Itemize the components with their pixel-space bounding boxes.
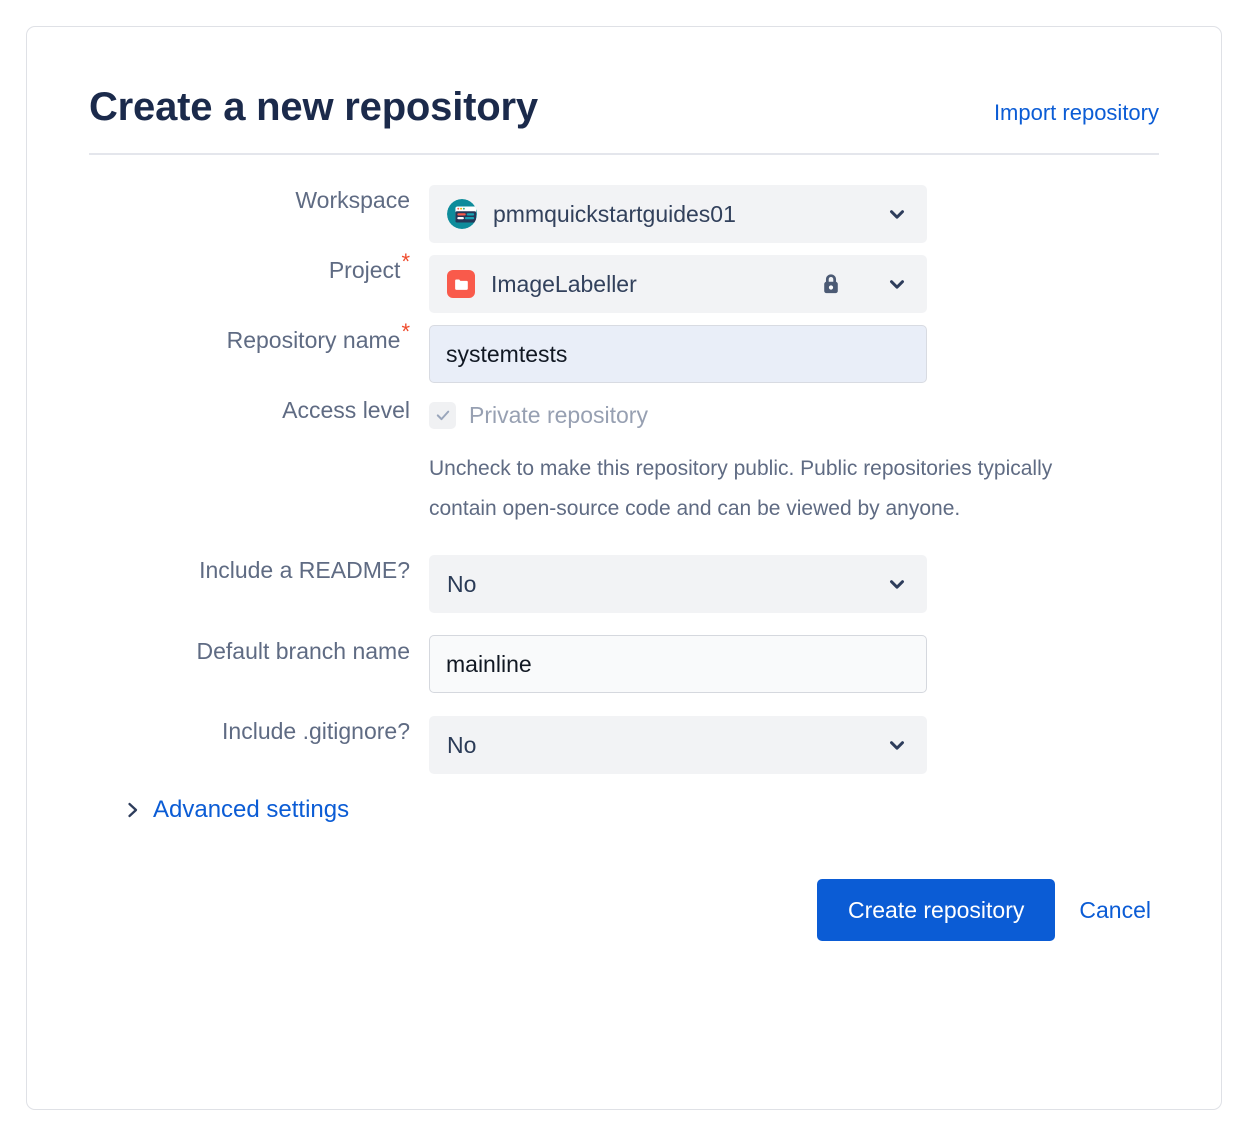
include-gitignore-field: No <box>429 716 1159 774</box>
project-label-text: Project <box>328 257 401 283</box>
project-field: ImageLabeller <box>429 255 1159 313</box>
access-level-help-text: Uncheck to make this repository public. … <box>429 457 1053 520</box>
form-row-include-gitignore: Include .gitignore? No <box>89 716 1159 774</box>
include-readme-field: No <box>429 555 1159 613</box>
form-actions: Create repository Cancel <box>89 879 1159 941</box>
default-branch-name-label: Default branch name <box>196 638 410 664</box>
access-level-label: Access level <box>282 397 410 423</box>
include-readme-value: No <box>447 570 477 597</box>
workspace-select[interactable]: pmmquickstartguides01 <box>429 185 927 243</box>
chevron-down-icon <box>886 203 908 225</box>
form-row-workspace: Workspace <box>89 185 1159 243</box>
page-title: Create a new repository <box>89 85 538 129</box>
create-repository-form: Workspace <box>89 155 1159 941</box>
include-gitignore-select[interactable]: No <box>429 716 927 774</box>
create-repository-card: Create a new repository Import repositor… <box>26 26 1222 1110</box>
lock-icon <box>820 271 842 297</box>
access-level-field: Private repository Uncheck to make this … <box>429 395 1159 529</box>
form-row-default-branch-name: Default branch name <box>89 635 1159 693</box>
repository-name-required-marker: * <box>401 319 410 345</box>
project-value: ImageLabeller <box>491 270 637 297</box>
chevron-down-icon <box>886 573 908 595</box>
repository-name-input[interactable] <box>429 325 927 383</box>
form-row-include-readme: Include a README? No <box>89 555 1159 613</box>
include-readme-label: Include a README? <box>199 557 410 583</box>
repository-name-label-text: Repository name <box>226 327 401 353</box>
project-select[interactable]: ImageLabeller <box>429 255 927 313</box>
include-gitignore-label: Include .gitignore? <box>222 718 410 744</box>
default-branch-name-input[interactable] <box>429 635 927 693</box>
chevron-down-icon <box>886 734 908 756</box>
form-row-repository-name: Repository name* <box>89 321 1159 383</box>
workspace-avatar-icon <box>447 199 477 229</box>
repository-name-label: Repository name* <box>89 321 429 355</box>
chevron-right-icon <box>126 801 140 819</box>
form-row-access-level: Access level Private repository Uncheck … <box>89 395 1159 529</box>
advanced-settings-link[interactable]: Advanced settings <box>153 796 350 823</box>
project-required-marker: * <box>401 249 410 275</box>
card-header: Create a new repository Import repositor… <box>89 27 1159 155</box>
create-repository-button[interactable]: Create repository <box>816 879 1056 941</box>
cancel-button[interactable]: Cancel <box>1079 896 1151 923</box>
include-readme-select[interactable]: No <box>429 555 927 613</box>
advanced-settings-toggle[interactable]: Advanced settings <box>89 796 1159 824</box>
default-branch-name-field <box>429 635 1159 693</box>
checkbox-checked-icon[interactable] <box>429 401 456 429</box>
private-repository-label: Private repository <box>469 401 648 428</box>
include-gitignore-value: No <box>447 731 477 758</box>
workspace-value: pmmquickstartguides01 <box>493 200 736 227</box>
private-repository-checkbox-row[interactable]: Private repository <box>429 395 1159 435</box>
project-folder-icon <box>447 270 475 298</box>
workspace-field: pmmquickstartguides01 <box>429 185 1159 243</box>
project-label: Project* <box>89 251 429 285</box>
form-row-project: Project* ImageLabeller <box>89 251 1159 313</box>
repository-name-field <box>429 325 1159 383</box>
chevron-down-icon <box>886 273 908 295</box>
workspace-label: Workspace <box>295 187 410 213</box>
import-repository-link[interactable]: Import repository <box>993 100 1159 125</box>
